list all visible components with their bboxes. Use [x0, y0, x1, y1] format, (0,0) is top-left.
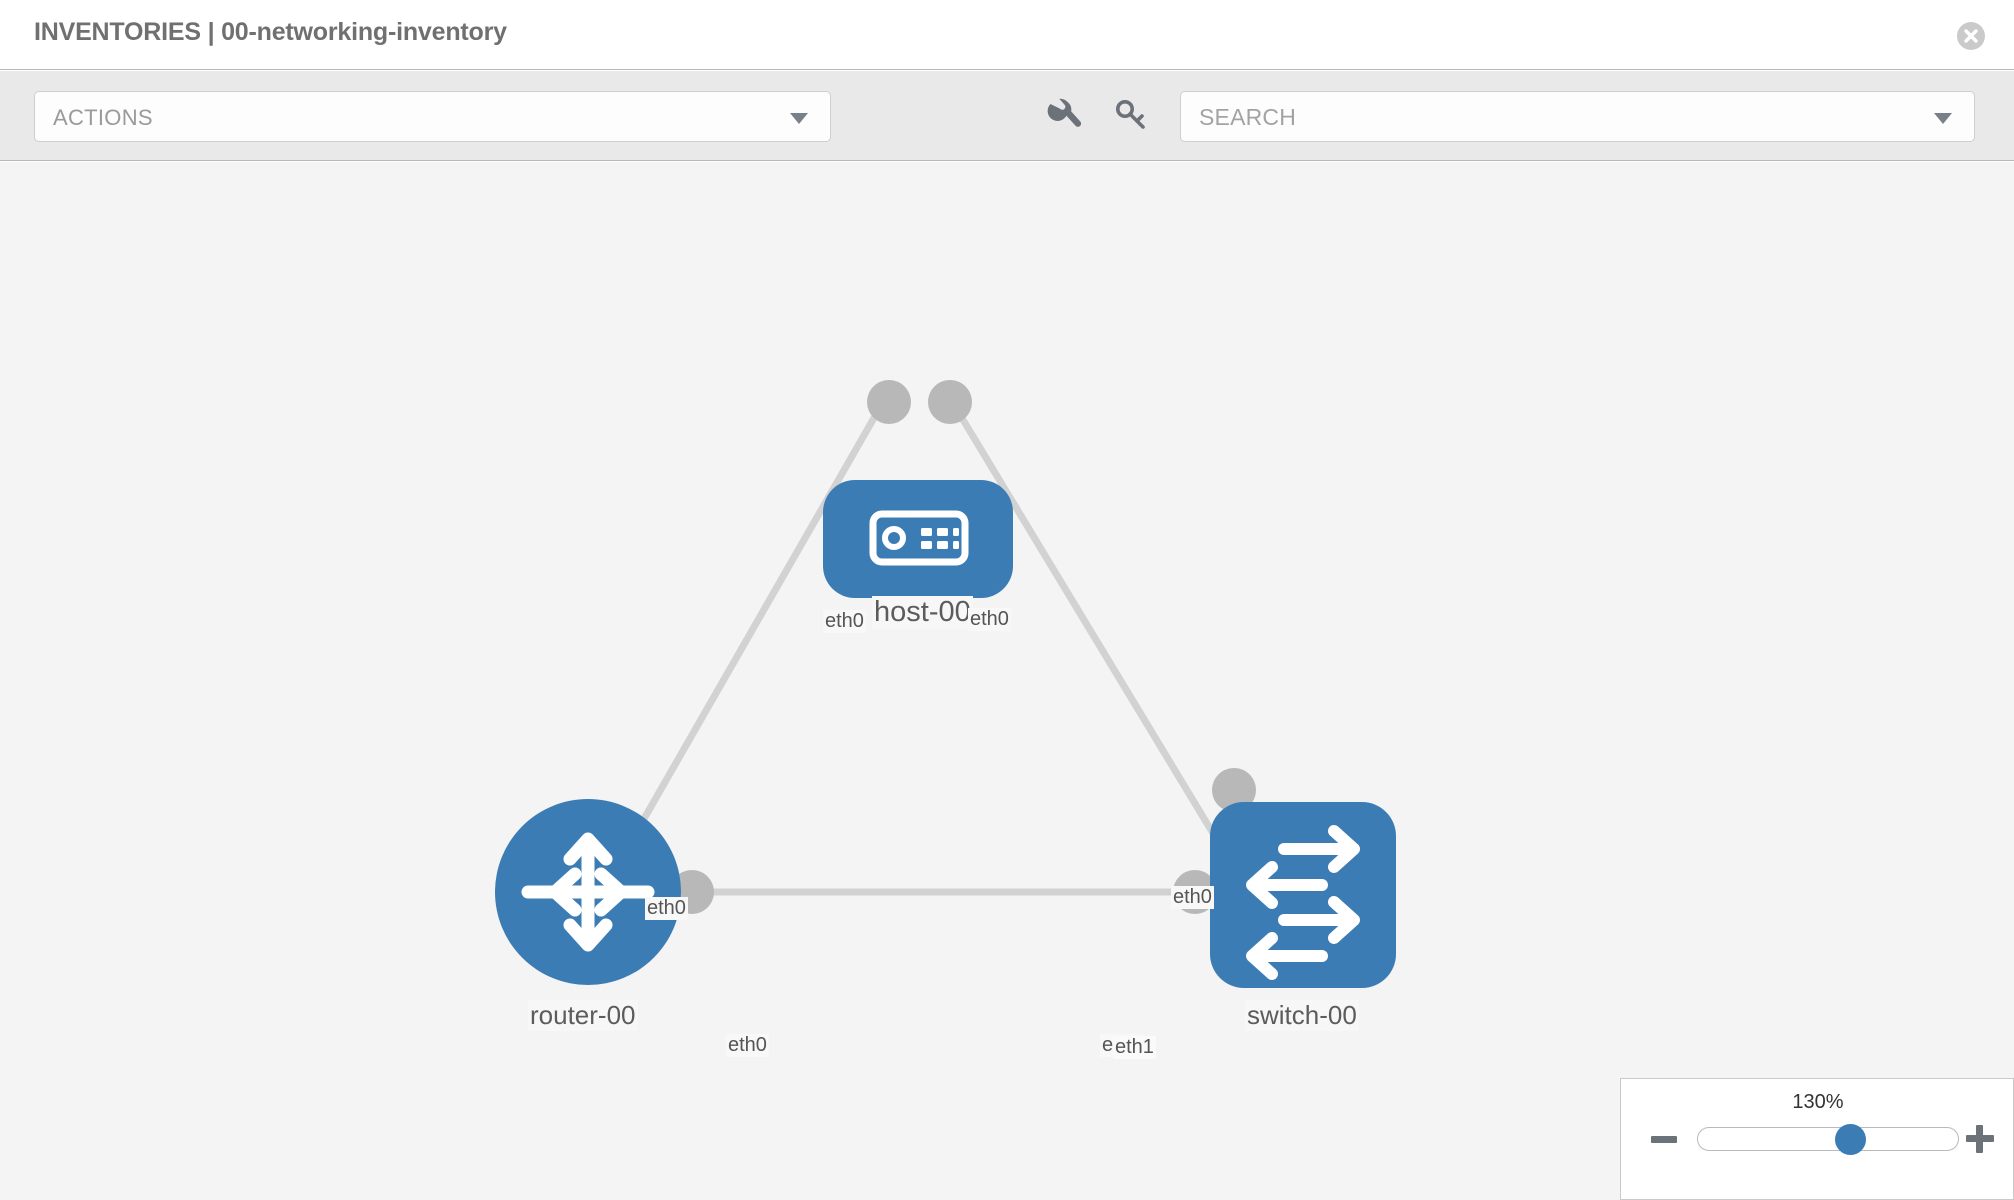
handle-host-left — [867, 380, 911, 424]
if-label-host-left: eth0 — [823, 610, 866, 633]
zoom-slider-thumb[interactable] — [1835, 1124, 1867, 1155]
wrench-glyph — [1047, 98, 1082, 127]
switch-arrows-icon — [1246, 825, 1360, 980]
server-led-icon — [882, 526, 906, 550]
key-icon[interactable] — [1110, 95, 1152, 137]
node-label-router-00: router-00 — [528, 1000, 638, 1031]
page-title: INVENTORIES | 00-networking-inventory — [34, 18, 507, 46]
edge-group — [606, 388, 1245, 896]
if-label-host-right: eth0 — [968, 608, 1011, 631]
zoom-out-button[interactable] — [1651, 1136, 1677, 1143]
if-label-switch-up: eth0 — [1171, 886, 1214, 909]
handle-host-right — [928, 380, 972, 424]
toolbar: ACTIONS SEARCH — [0, 71, 2014, 161]
close-icon[interactable] — [1956, 21, 1986, 51]
chevron-down-icon — [790, 113, 808, 124]
zoom-control-panel: 130% — [1620, 1078, 2014, 1200]
page-header: INVENTORIES | 00-networking-inventory — [0, 0, 2014, 70]
search-placeholder: SEARCH — [1199, 104, 1297, 130]
server-icon — [869, 510, 969, 566]
node-router-00[interactable] — [495, 799, 681, 985]
edge-host-router — [606, 388, 894, 880]
actions-dropdown-label: ACTIONS — [53, 105, 153, 130]
actions-dropdown[interactable]: ACTIONS — [34, 91, 831, 142]
node-switch-00[interactable] — [1210, 802, 1396, 988]
topology-canvas[interactable]: host-00 router-00 switch-00 eth0 eth0 et… — [0, 162, 2014, 1200]
close-circle-icon — [1957, 22, 1985, 50]
search-input[interactable]: SEARCH — [1180, 91, 1975, 142]
if-label-switch-left-eth1: eth1 — [1113, 1036, 1156, 1059]
server-vents-icon — [921, 528, 959, 549]
node-label-switch-00: switch-00 — [1245, 1000, 1359, 1031]
chevron-down-icon[interactable] — [1934, 113, 1952, 124]
if-label-router-right: eth0 — [726, 1034, 769, 1057]
zoom-level-value: 130% — [1792, 1091, 1844, 1113]
node-label-host-00: host-00 — [872, 596, 973, 629]
node-host-00[interactable] — [823, 480, 1013, 598]
interface-handle-group — [670, 380, 1256, 914]
zoom-in-button[interactable] — [1966, 1125, 1994, 1153]
wrench-icon[interactable] — [1043, 95, 1085, 137]
handle-switch-top — [1212, 768, 1256, 812]
if-label-router-up: eth0 — [645, 897, 688, 920]
key-glyph — [1116, 100, 1145, 129]
zoom-slider-track[interactable] — [1697, 1124, 1959, 1155]
edge-host-switch — [942, 388, 1243, 880]
topology-graph — [495, 380, 1396, 988]
four-arrows-icon — [521, 832, 655, 952]
